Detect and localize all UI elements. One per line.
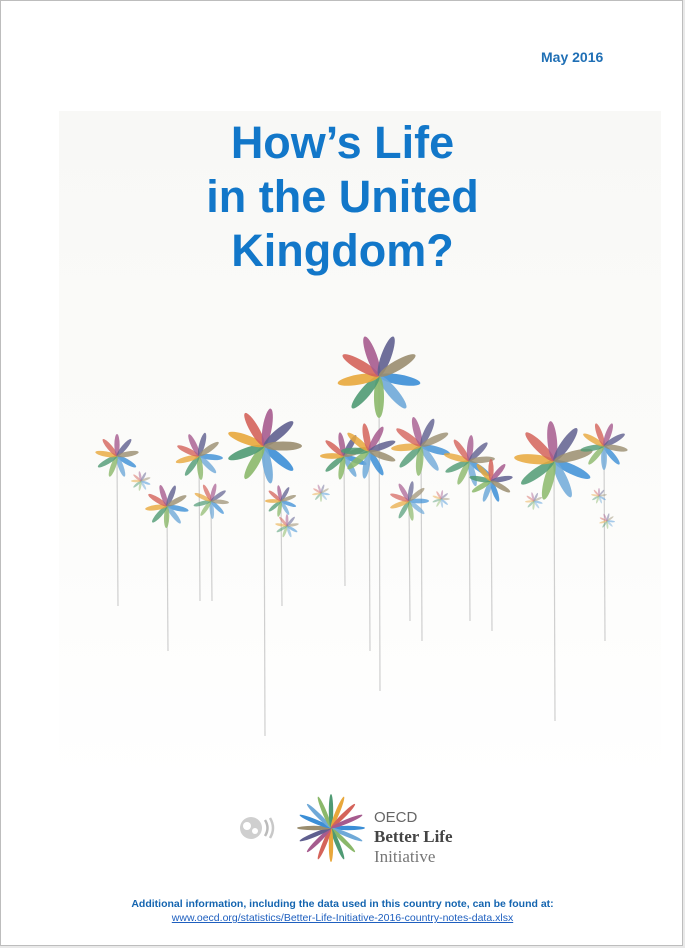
page-title: How’s Life in the United Kingdom? [1, 116, 682, 278]
oecd-logo [240, 794, 365, 862]
title-line-3: Kingdom? [231, 225, 454, 276]
logo-wordmark: OECD Better Life Initiative [374, 809, 453, 866]
title-line-1: How’s Life [230, 117, 455, 168]
footer: Additional information, including the da… [1, 898, 682, 924]
logo-initiative-text: Initiative [374, 847, 436, 866]
footer-info-text: Additional information, including the da… [131, 898, 554, 910]
data-link[interactable]: www.oecd.org/statistics/Better-Life-Init… [171, 912, 514, 924]
better-life-flower-icon [297, 794, 365, 862]
flower-illustration [95, 336, 628, 737]
publication-date: May 2016 [541, 49, 604, 65]
logo-better-life-text: Better Life [374, 827, 453, 846]
oecd-globe-icon [240, 817, 275, 839]
title-line-2: in the United [206, 171, 479, 222]
logo-oecd-text: OECD [374, 809, 418, 826]
